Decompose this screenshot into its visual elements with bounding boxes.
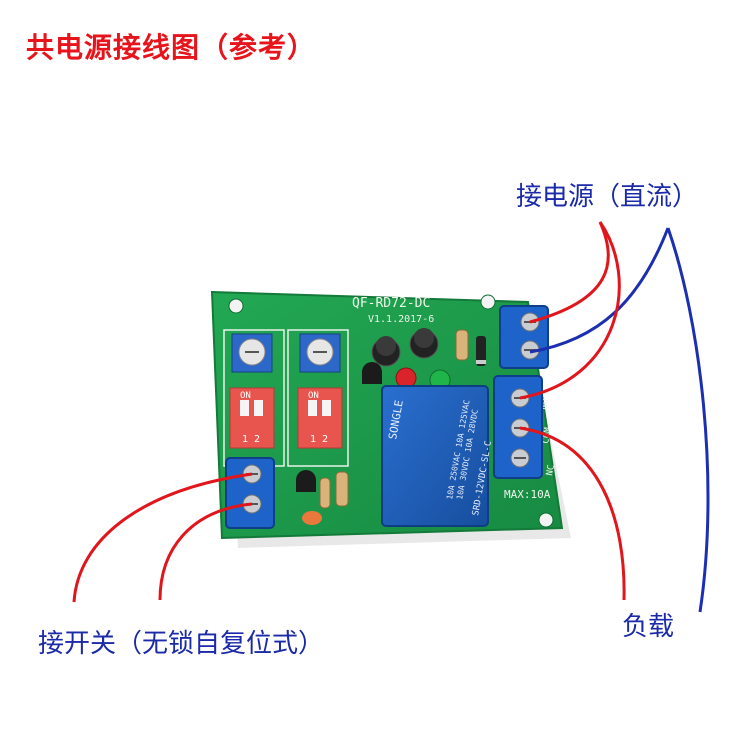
switch-wire-red [72,472,253,603]
dip-on-label: ON [308,391,319,401]
max-current: MAX:10A [504,488,551,501]
mount-hole [538,512,554,528]
potentiometer-run[interactable] [231,333,273,373]
diagram-title: 共电源接线图（参考） [26,31,317,64]
switch-label: 接开关（无锁自复位式） [38,629,325,659]
terminal-nc-label: NC [545,464,557,476]
mount-hole [480,294,496,310]
board-version: V1.1.2017-6 [368,314,434,325]
load-wire-blue [666,227,710,613]
load-label: 负载 [622,612,675,642]
resistor [319,477,331,509]
output-terminal[interactable] [493,375,543,479]
power-terminal[interactable] [499,305,549,369]
switch-wire-red-2 [158,502,253,601]
transistor [362,362,382,384]
load-wire-red [519,426,626,601]
diode [476,336,486,366]
terminal-no-label: NO [539,398,551,410]
potentiometer-stop[interactable] [299,333,341,373]
relay: SONGLE 10A 250VAC 10A 125VAC 10A 30VDC 1… [381,385,494,527]
power-jumper-red [519,221,621,400]
capacitor [371,336,401,367]
board-model: QF-RD72-DC [352,296,430,311]
power-wire-red [529,221,610,324]
dip-switch-stop[interactable]: ON 1 2 [297,387,343,449]
dip-num-label: 1 2 [242,434,260,445]
transistor [296,470,316,492]
dip-on-label: ON [240,391,251,401]
switch-terminal[interactable] [225,457,275,529]
dip-num-label: 1 2 [310,434,328,445]
power-wire-blue [529,227,670,354]
power-supply-label: 接电源（直流） [516,182,699,212]
mount-hole [228,298,244,314]
resistor [335,471,349,507]
resistor [455,329,469,361]
ceramic-capacitor [302,511,322,525]
dip-switch-run[interactable]: ON 1 2 [229,387,275,449]
capacitor [409,328,439,359]
